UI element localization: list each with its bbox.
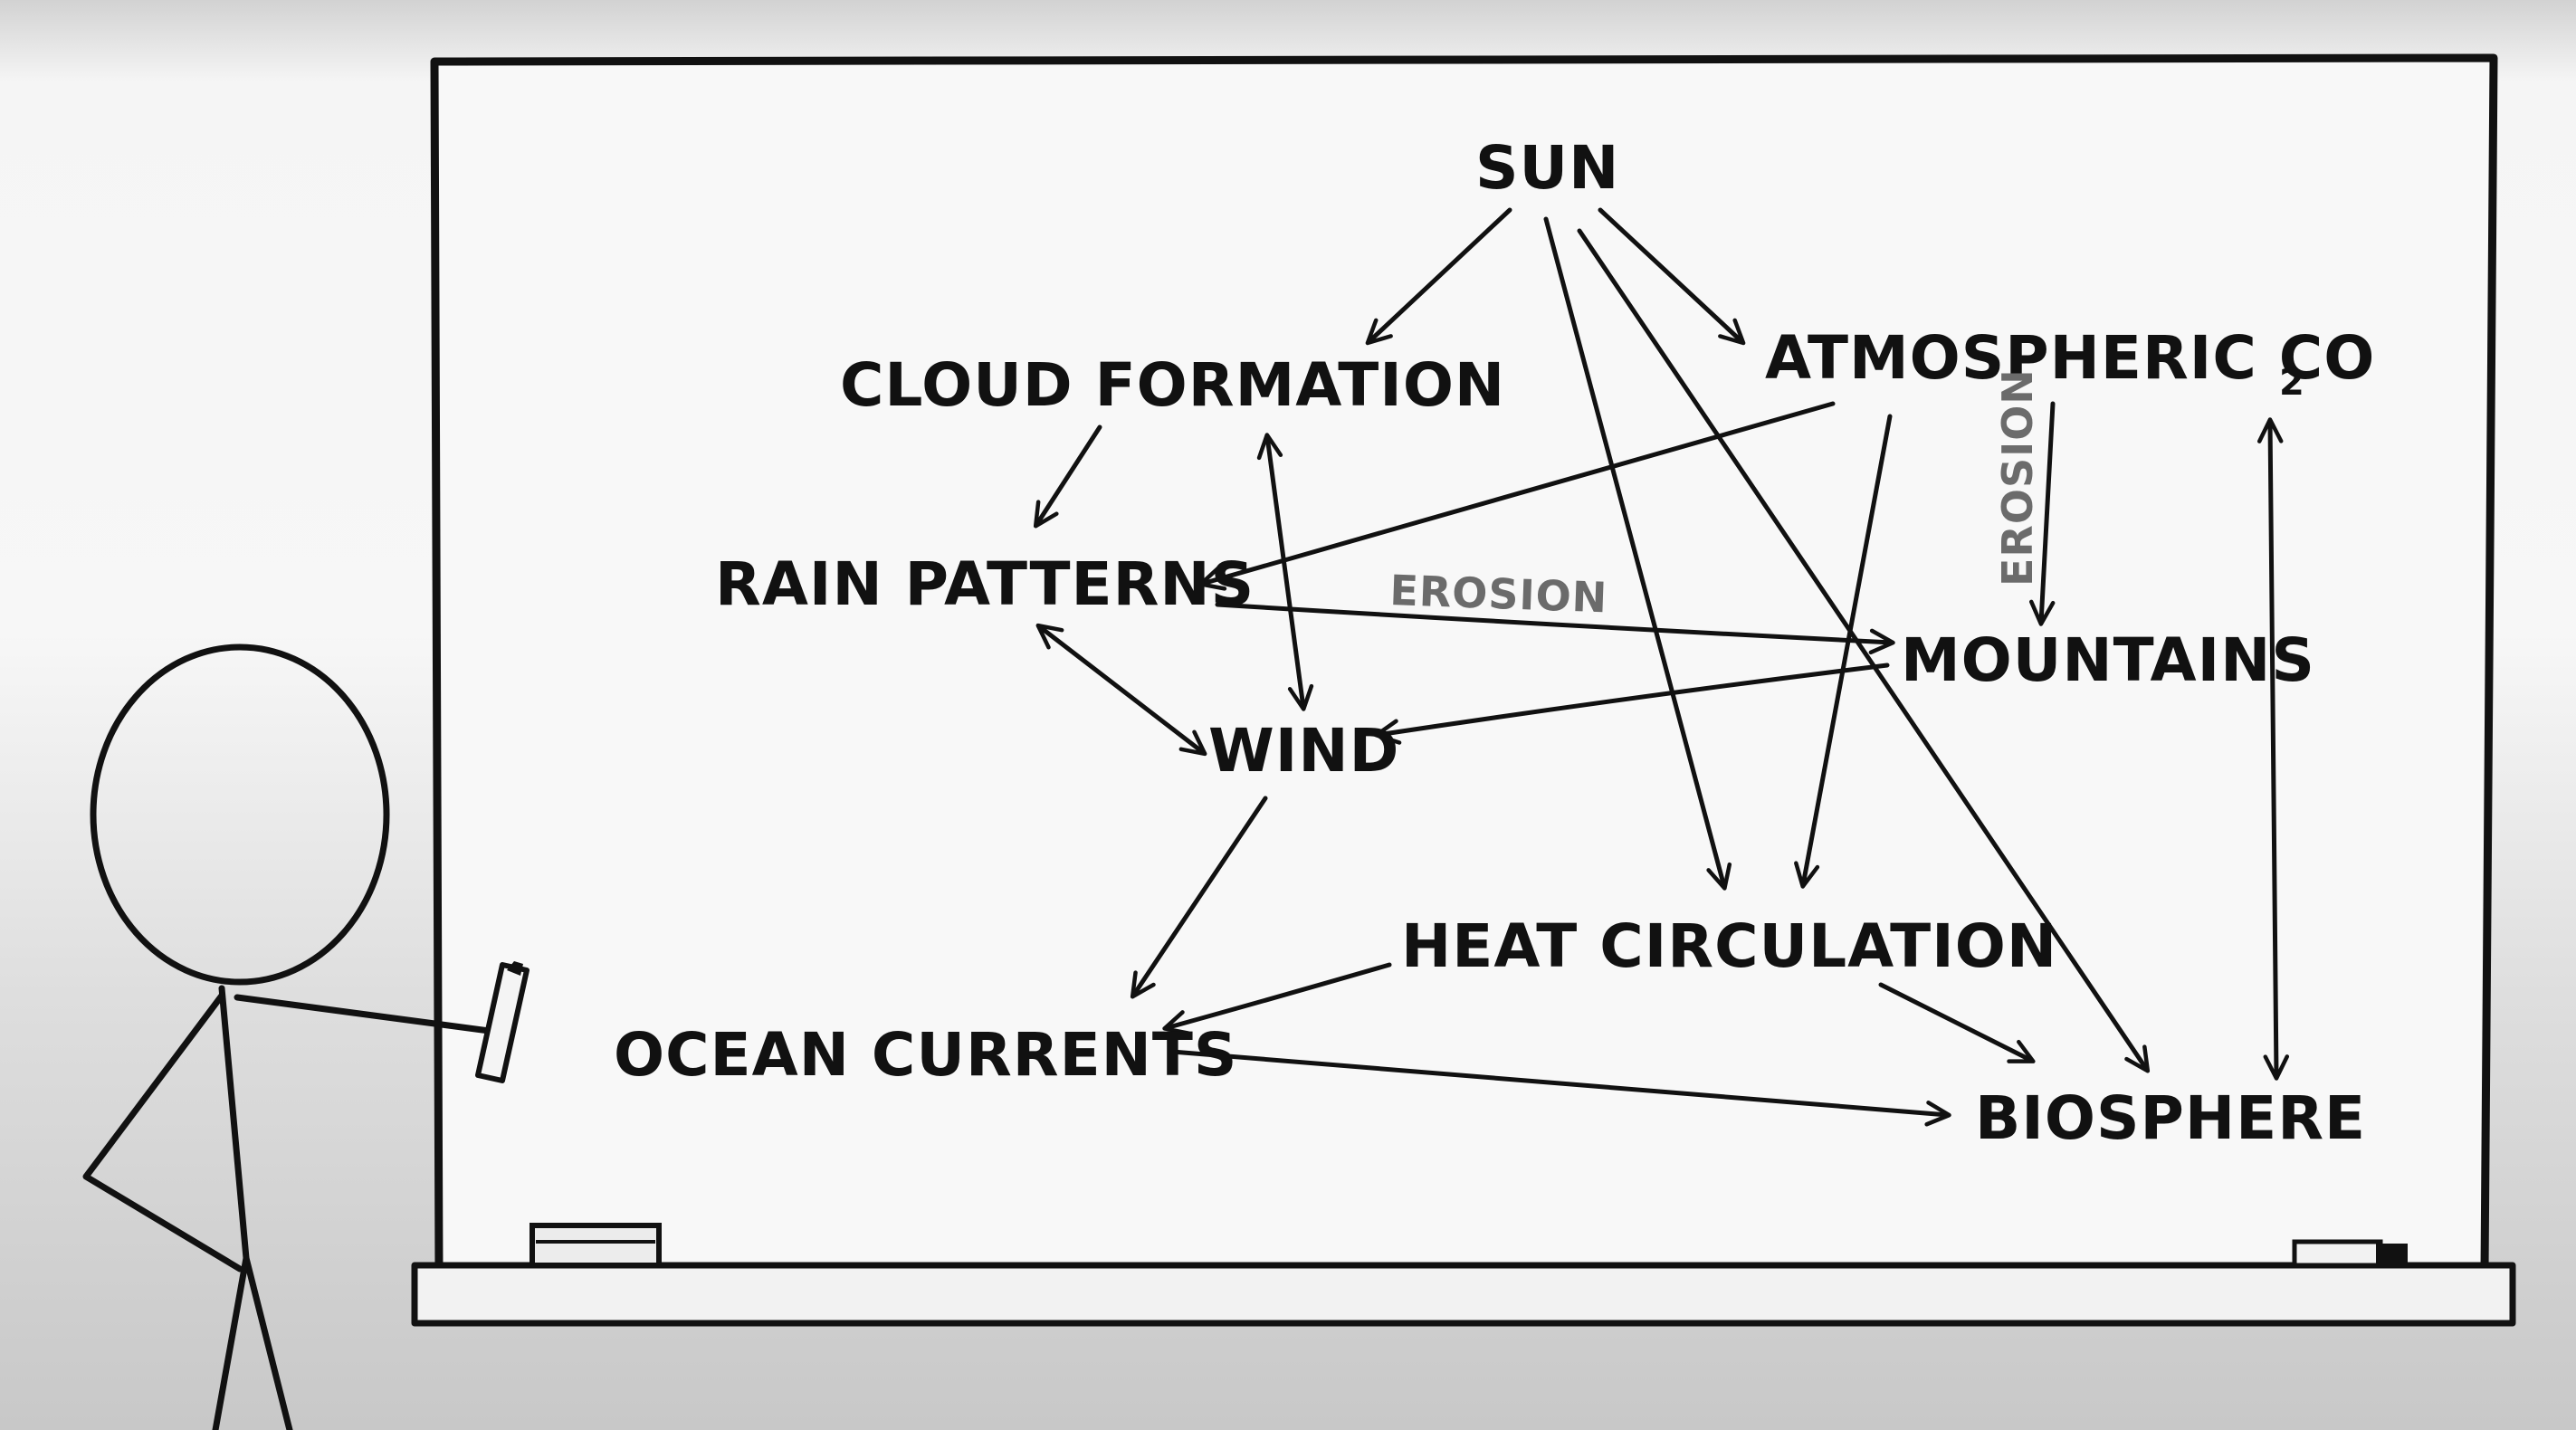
stick-figure-icon — [82, 644, 530, 1430]
edge-atmospheric-co2-to-mountains — [2028, 401, 2056, 626]
edge-heat-circulation-to-ocean-currents — [1162, 962, 1392, 1035]
edge-atmospheric-co2-to-heat-circulation — [1794, 414, 1893, 889]
node-atmospheric-co2: ATMOSPHERIC CO 2 — [1765, 323, 2375, 404]
edges — [1033, 207, 2290, 1127]
edge-sun-to-atmospheric-co2 — [1598, 207, 1746, 346]
edge-heat-circulation-to-biosphere — [1878, 982, 2036, 1063]
node-wind: WIND — [1208, 716, 1399, 786]
edge-mountains-to-wind — [1374, 663, 1890, 745]
edge-sun-to-heat-circulation — [1543, 216, 1732, 891]
head — [90, 644, 390, 986]
edge-rain-patterns-wind — [1035, 623, 1207, 757]
node-atmospheric-co2-subscript: 2 — [2279, 362, 2305, 404]
node-ocean-currents: OCEAN CURRENTS — [614, 1020, 1237, 1090]
edge-ocean-currents-to-biosphere — [1169, 1049, 1951, 1127]
annotation-erosion-vertical: EROSION — [1993, 368, 2042, 586]
whiteboard-tray — [411, 1262, 2516, 1327]
node-biosphere: BIOSPHERE — [1975, 1083, 2366, 1153]
node-sun: SUN — [1475, 133, 1619, 203]
whiteboard — [411, 53, 2516, 1327]
edge-wind-to-ocean-currents — [1130, 796, 1268, 999]
node-heat-circulation: HEAT CIRCULATION — [1401, 911, 2057, 981]
nodes: SUN CLOUD FORMATION ATMOSPHERIC CO 2 RAI… — [614, 133, 2375, 1153]
edge-sun-to-biosphere — [1577, 228, 2151, 1073]
annotation-erosion-horizontal: EROSION — [1389, 566, 1609, 622]
eraser-icon[interactable] — [530, 1223, 662, 1268]
edge-atmospheric-co2-to-rain-patterns — [1198, 401, 1836, 591]
edge-sun-to-cloud-formation — [1365, 207, 1512, 346]
node-mountains: MOUNTAINS — [1901, 625, 2315, 695]
edge-cloud-formation-to-rain-patterns — [1033, 424, 1102, 529]
edge-rain-patterns-to-mountains — [1215, 602, 1895, 655]
annotations: EROSION EROSION — [1389, 368, 2042, 622]
node-rain-patterns: RAIN PATTERNS — [715, 549, 1255, 619]
marker-icon — [475, 961, 530, 1083]
marker-on-tray-icon[interactable] — [2292, 1239, 2408, 1268]
node-atmospheric-co2-label: ATMOSPHERIC CO — [1765, 323, 2375, 393]
edge-cloud-formation-wind — [1256, 433, 1314, 711]
edge-atmospheric-co2-biosphere — [2256, 417, 2290, 1081]
node-cloud-formation: CLOUD FORMATION — [840, 350, 1505, 420]
